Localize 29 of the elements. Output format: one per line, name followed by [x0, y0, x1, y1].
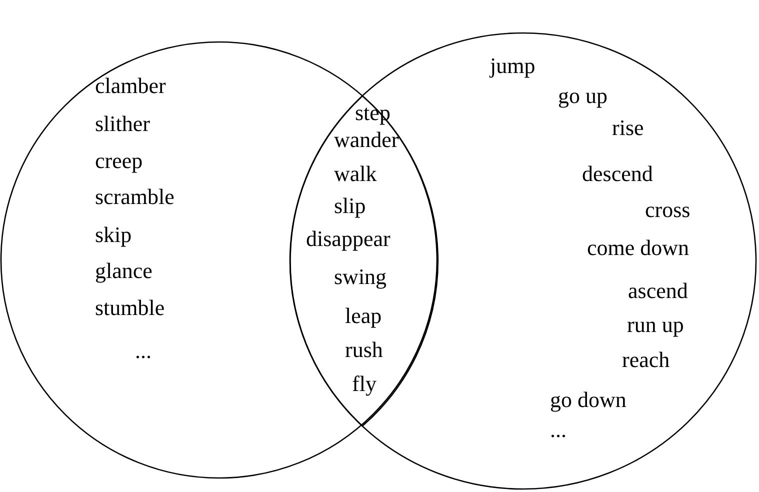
word-text: ascend [628, 279, 688, 303]
word-text: walk [334, 162, 377, 186]
set-circle [289, 32, 757, 490]
word-text: come down [587, 236, 690, 260]
word-text: clamber [95, 74, 166, 98]
word-text: creep [95, 149, 143, 173]
word-text: run up [627, 313, 684, 337]
word-text: cross [645, 198, 690, 222]
word-text: fly [352, 372, 376, 396]
set-circle [0, 41, 438, 479]
word-text: jump [490, 54, 536, 78]
word-text: go up [558, 84, 608, 108]
word-text: scramble [95, 185, 174, 209]
word-text: ... [135, 339, 152, 363]
word-text: slip [334, 194, 366, 218]
word-text: wander [334, 128, 399, 152]
word-text: swing [334, 265, 387, 289]
word-text: leap [345, 304, 382, 328]
word-text: rush [345, 338, 383, 362]
word-text: disappear [306, 227, 390, 251]
word-text: descend [582, 162, 653, 186]
word-text: rise [612, 116, 644, 140]
word-text: ... [550, 418, 566, 442]
word-text: reach [622, 348, 670, 372]
word-text: slither [95, 112, 150, 136]
word-text: glance [95, 259, 152, 283]
word-text: stumble [95, 296, 165, 320]
word-text: go down [550, 388, 626, 412]
word-text: skip [95, 223, 132, 247]
